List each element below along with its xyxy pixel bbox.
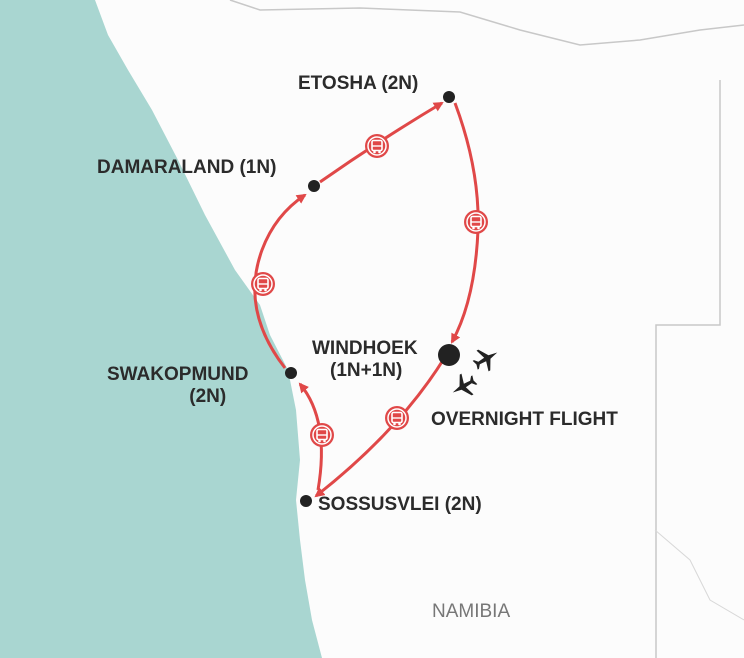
bus-icon xyxy=(250,271,276,297)
bus-icon xyxy=(384,405,410,431)
route-swakopmund-damaraland xyxy=(253,193,307,369)
stop-nights: (1N+1N) xyxy=(330,360,403,381)
country-border xyxy=(654,529,744,621)
stop-swakopmund xyxy=(285,367,297,379)
stop-sossusvlei xyxy=(300,495,312,507)
bus-icon xyxy=(364,133,390,159)
stop-windhoek xyxy=(438,344,460,366)
country-border xyxy=(229,0,744,46)
bus-icon xyxy=(309,422,335,448)
stop-nights: (2N) xyxy=(189,386,227,407)
stop-name: WINDHOEK xyxy=(312,338,418,359)
stop-name: SWAKOPMUND xyxy=(107,364,249,385)
route-windhoek-sossusvlei xyxy=(314,356,447,498)
bus-icon xyxy=(463,209,489,235)
label-swakopmund: SWAKOPMUND (2N) xyxy=(107,364,248,408)
label-etosha: ETOSHA (2N) xyxy=(298,73,419,94)
label-country: NAMIBIA xyxy=(432,601,511,622)
sea xyxy=(0,0,322,658)
stop-damaraland xyxy=(308,180,320,192)
label-overnight-flight: OVERNIGHT FLIGHT xyxy=(431,409,618,430)
label-sossusvlei: SOSSUSVLEI (2N) xyxy=(318,494,482,515)
label-damaraland: DAMARALAND (1N) xyxy=(97,157,277,178)
label-windhoek: WINDHOEK (1N+1N) xyxy=(312,338,418,382)
country-border xyxy=(655,80,721,658)
stop-etosha xyxy=(443,91,455,103)
